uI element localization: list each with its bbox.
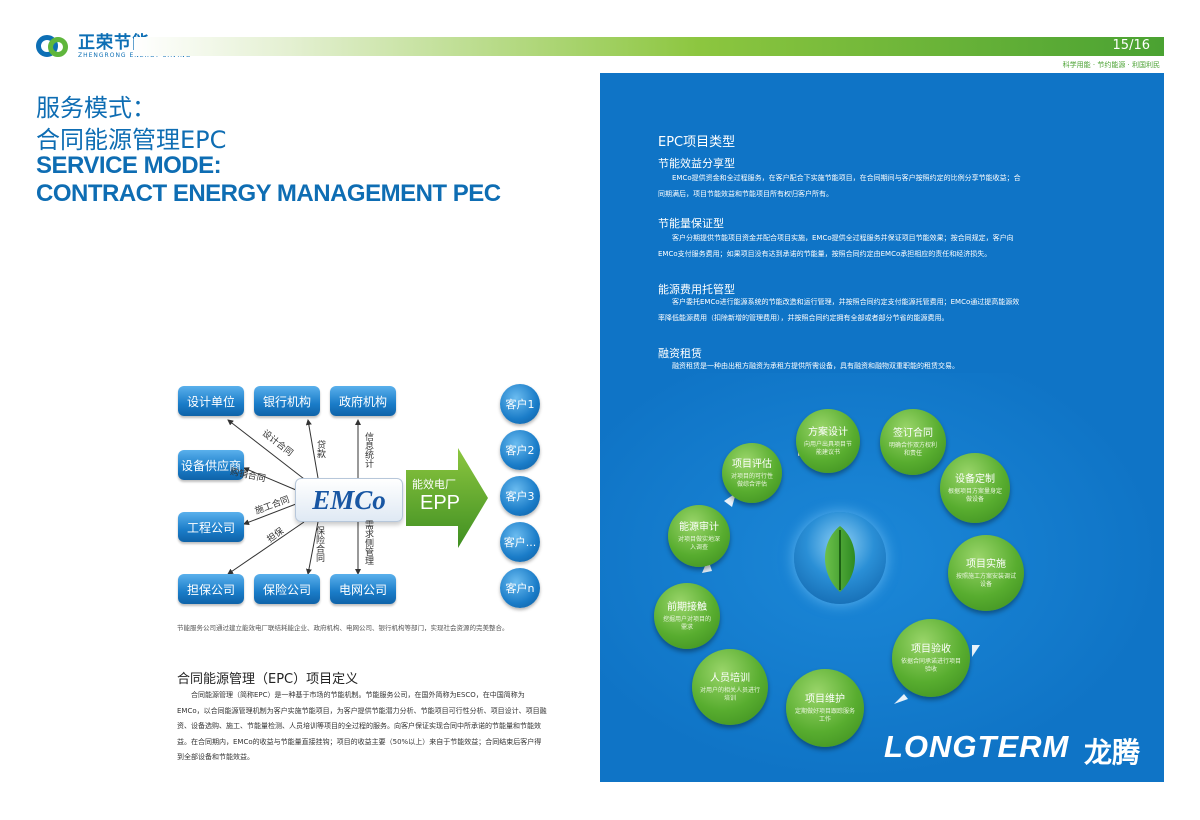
cycle-step: 项目维护 定期做好项目跟踪服务工作 <box>786 669 864 747</box>
epp-arrow-icon <box>406 448 488 548</box>
box-engineering-company: 工程公司 <box>178 512 244 542</box>
header-gradient-bar <box>134 37 1164 56</box>
brand-logo-en: LONGTERM <box>884 729 1070 764</box>
page-title-en: SERVICE MODE: CONTRACT ENERGY MANAGEMENT… <box>36 152 501 208</box>
brand-logo-cn: 龙腾 <box>1084 736 1141 769</box>
step-desc: 对用户的相关人员进行培训 <box>700 686 761 702</box>
cycle-step: 能源审计 对项目做实地深入调查 <box>668 505 730 567</box>
title-cn-line1: 服务模式： <box>36 94 156 122</box>
client-circle: 客户3 <box>500 476 540 516</box>
type-heading: 融资租赁 <box>658 347 702 360</box>
page-number: 15/16 <box>1112 38 1150 53</box>
cycle-step: 项目验收 依据合同承诺进行项目验收 <box>892 619 970 697</box>
label-loan: 贷款 <box>315 440 325 458</box>
client-circle: 客户1 <box>500 384 540 424</box>
type-body: 客户分期提供节能项目资金并配合项目实施，EMCo提供全过程服务并保证项目节能效果… <box>658 234 1014 258</box>
epp-label-cn: 能效电厂 <box>412 478 456 491</box>
step-desc: 依据合同承诺进行项目验收 <box>900 657 961 673</box>
box-government: 政府机构 <box>330 386 396 416</box>
type-heading: 节能量保证型 <box>658 217 724 230</box>
logo-text: 正荣节能 <box>78 33 150 53</box>
epp-label-en: EPP <box>420 492 461 514</box>
type-body: EMCo提供资金和全过程服务，在客户配合下实施节能项目，在合同期间与客户按照约定… <box>658 174 1021 198</box>
step-desc: 定期做好项目跟踪服务工作 <box>794 707 855 723</box>
label-info-stats: 信息统计 <box>363 432 373 468</box>
step-desc: 向用户出具项目节能建议书 <box>804 440 853 456</box>
type-body: 客户委托EMCo进行能源系统的节能改造和运行管理，并按照合同约定支付能源托管费用… <box>658 298 1020 322</box>
cycle-step: 项目实施 按照施工方案安装调试设备 <box>948 535 1024 611</box>
client-circle: 客户n <box>500 568 540 608</box>
box-insurance-company: 保险公司 <box>254 574 320 604</box>
emco-relationship-diagram: 设计单位 银行机构 政府机构 设备供应商 工程公司 担保公司 保险公司 电网公司… <box>168 378 548 618</box>
epc-types-panel: EPC项目类型 节能效益分享型 EMCo提供资金和全过程服务，在客户配合下实施节… <box>600 73 1164 782</box>
epc-types-title: EPC项目类型 <box>658 135 736 150</box>
step-title: 前期接触 <box>667 601 707 613</box>
type-heading: 节能效益分享型 <box>658 157 735 170</box>
box-bank: 银行机构 <box>254 386 320 416</box>
step-title: 项目评估 <box>732 458 772 470</box>
logo-rings-icon <box>36 34 72 59</box>
cycle-step: 签订合同 明确合作双方权利和责任 <box>880 409 946 475</box>
header-slogan: 科学用能 · 节约能源 · 利国利民 <box>1062 61 1160 69</box>
cycle-step: 设备定制 根据项目方案量身定做设备 <box>940 453 1010 523</box>
box-design-unit: 设计单位 <box>178 386 244 416</box>
page-title-cn: 服务模式： 合同能源管理EPC <box>36 92 226 156</box>
step-title: 签订合同 <box>893 427 933 439</box>
step-desc: 明确合作双方权利和责任 <box>888 441 937 457</box>
center-leaf-orb <box>794 512 886 604</box>
diagram-arrows <box>227 419 361 575</box>
box-grid-company: 电网公司 <box>330 574 396 604</box>
step-title: 人员培训 <box>710 672 750 684</box>
box-equipment-supplier: 设备供应商 <box>178 450 244 480</box>
definition-title: 合同能源管理（EPC）项目定义 <box>177 672 359 687</box>
step-title: 能源审计 <box>679 521 719 533</box>
step-title: 设备定制 <box>955 473 995 485</box>
client-circle: 客户... <box>500 522 540 562</box>
emco-center: EMCo <box>295 478 403 522</box>
box-guarantee-company: 担保公司 <box>178 574 244 604</box>
cycle-step: 项目评估 对项目的可行性做综合评估 <box>722 443 782 503</box>
step-desc: 挖掘用户对项目的需求 <box>662 615 711 631</box>
step-title: 项目维护 <box>805 693 845 705</box>
type-heading: 能源费用托管型 <box>658 283 735 296</box>
client-circle: 客户2 <box>500 430 540 470</box>
cycle-step: 人员培训 对用户的相关人员进行培训 <box>692 649 768 725</box>
type-body: 融资租赁是一种由出租方融资为承租方提供所需设备，具有融资和融物双重职能的租赁交易… <box>672 362 959 370</box>
leaf-icon <box>825 526 855 592</box>
cycle-step: 方案设计 向用户出具项目节能建议书 <box>796 409 860 473</box>
label-demand-side: 需求侧管理 <box>363 520 373 565</box>
step-desc: 按照施工方案安装调试设备 <box>956 572 1017 588</box>
step-title: 项目验收 <box>911 643 951 655</box>
definition-body: 合同能源管理（简称EPC）是一种基于市场的节能机制。节能服务公司，在国外简称为E… <box>177 691 547 761</box>
diagram-caption: 节能服务公司通过建立能效电厂联结耗能企业、政府机构、电网公司、银行机构等部门，实… <box>177 624 509 632</box>
title-en-line1: SERVICE MODE: <box>36 152 222 179</box>
step-title: 方案设计 <box>808 426 848 438</box>
step-title: 项目实施 <box>966 558 1006 570</box>
step-desc: 对项目的可行性做综合评估 <box>730 472 773 488</box>
title-en-line2: CONTRACT ENERGY MANAGEMENT PEC <box>36 180 501 207</box>
title-cn-line2: 合同能源管理EPC <box>36 126 227 154</box>
step-desc: 根据项目方案量身定做设备 <box>948 487 1003 503</box>
label-insurance-contract: 保险合同 <box>314 526 324 562</box>
step-desc: 对项目做实地深入调查 <box>677 535 720 551</box>
cycle-step: 前期接触 挖掘用户对项目的需求 <box>654 583 720 649</box>
